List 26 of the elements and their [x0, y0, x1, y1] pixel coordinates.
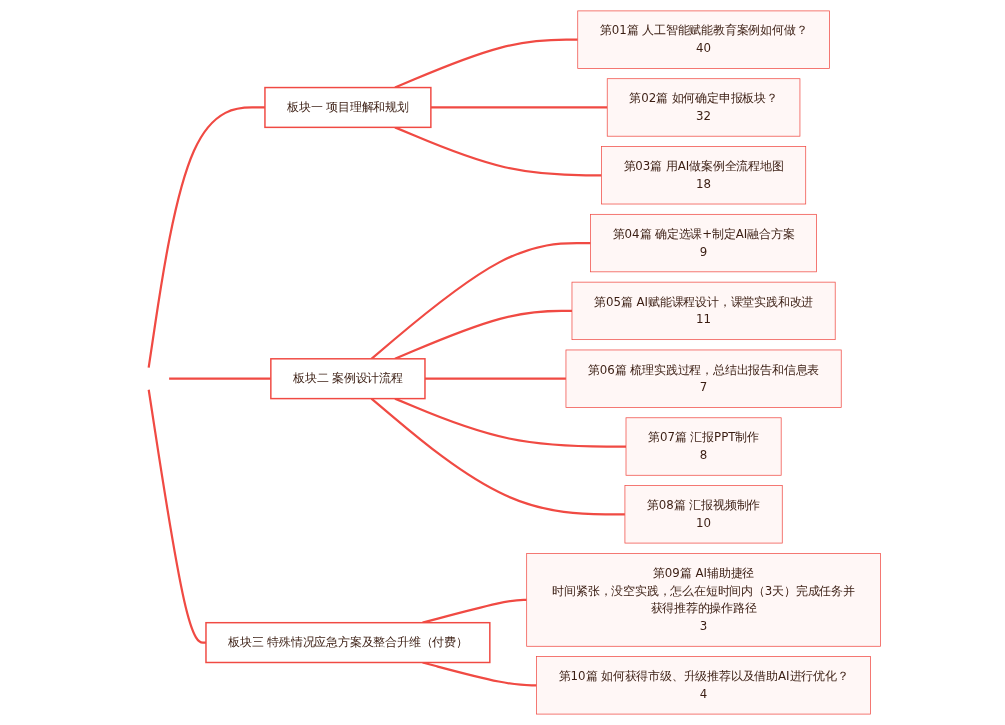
connector — [424, 377, 566, 380]
node-box: 第04篇 确定选课+制定AI融合方案 9 — [590, 213, 817, 273]
node-box: 第07篇 汇报PPT制作 8 — [625, 417, 782, 476]
connector — [394, 38, 578, 89]
connector — [147, 389, 206, 644]
node-box: 第02篇 如何确定申报板块？ 32 — [606, 78, 801, 137]
node-box: 第10篇 如何获得市级、升级推荐以及借助AI进行优化？ 4 — [536, 656, 871, 715]
node-box: 板块三 特殊情况应急方案及整合升维（付费） — [205, 621, 491, 664]
node-box: 第01篇 人工智能赋能教育案例如何做？ 40 — [577, 10, 830, 69]
connector — [370, 397, 625, 516]
connector — [430, 106, 608, 109]
connector — [370, 241, 591, 360]
connector — [168, 377, 271, 380]
connector — [422, 661, 537, 687]
node-box: 第08篇 汇报视频制作 10 — [624, 485, 783, 544]
connector — [394, 126, 602, 177]
node-box: 板块一 项目理解和规划 — [264, 86, 432, 129]
node-box: 第05篇 AI赋能课程设计，课堂实践和改进 11 — [571, 281, 836, 340]
node-box: 板块二 案例设计流程 — [269, 358, 426, 400]
node-box: 第03篇 用AI做案例全流程地图 18 — [600, 146, 806, 205]
connector — [394, 397, 626, 448]
connector — [422, 598, 527, 624]
node-box: 第06篇 梳理实践过程，总结出报告和信息表 7 — [565, 349, 842, 408]
connector — [147, 106, 265, 368]
connector — [394, 309, 572, 360]
node-box: 第09篇 AI辅助捷径 时间紧张，没空实践，怎么在短时间内（3天）完成任务并获得推荐的操作路径 3 — [526, 553, 881, 647]
